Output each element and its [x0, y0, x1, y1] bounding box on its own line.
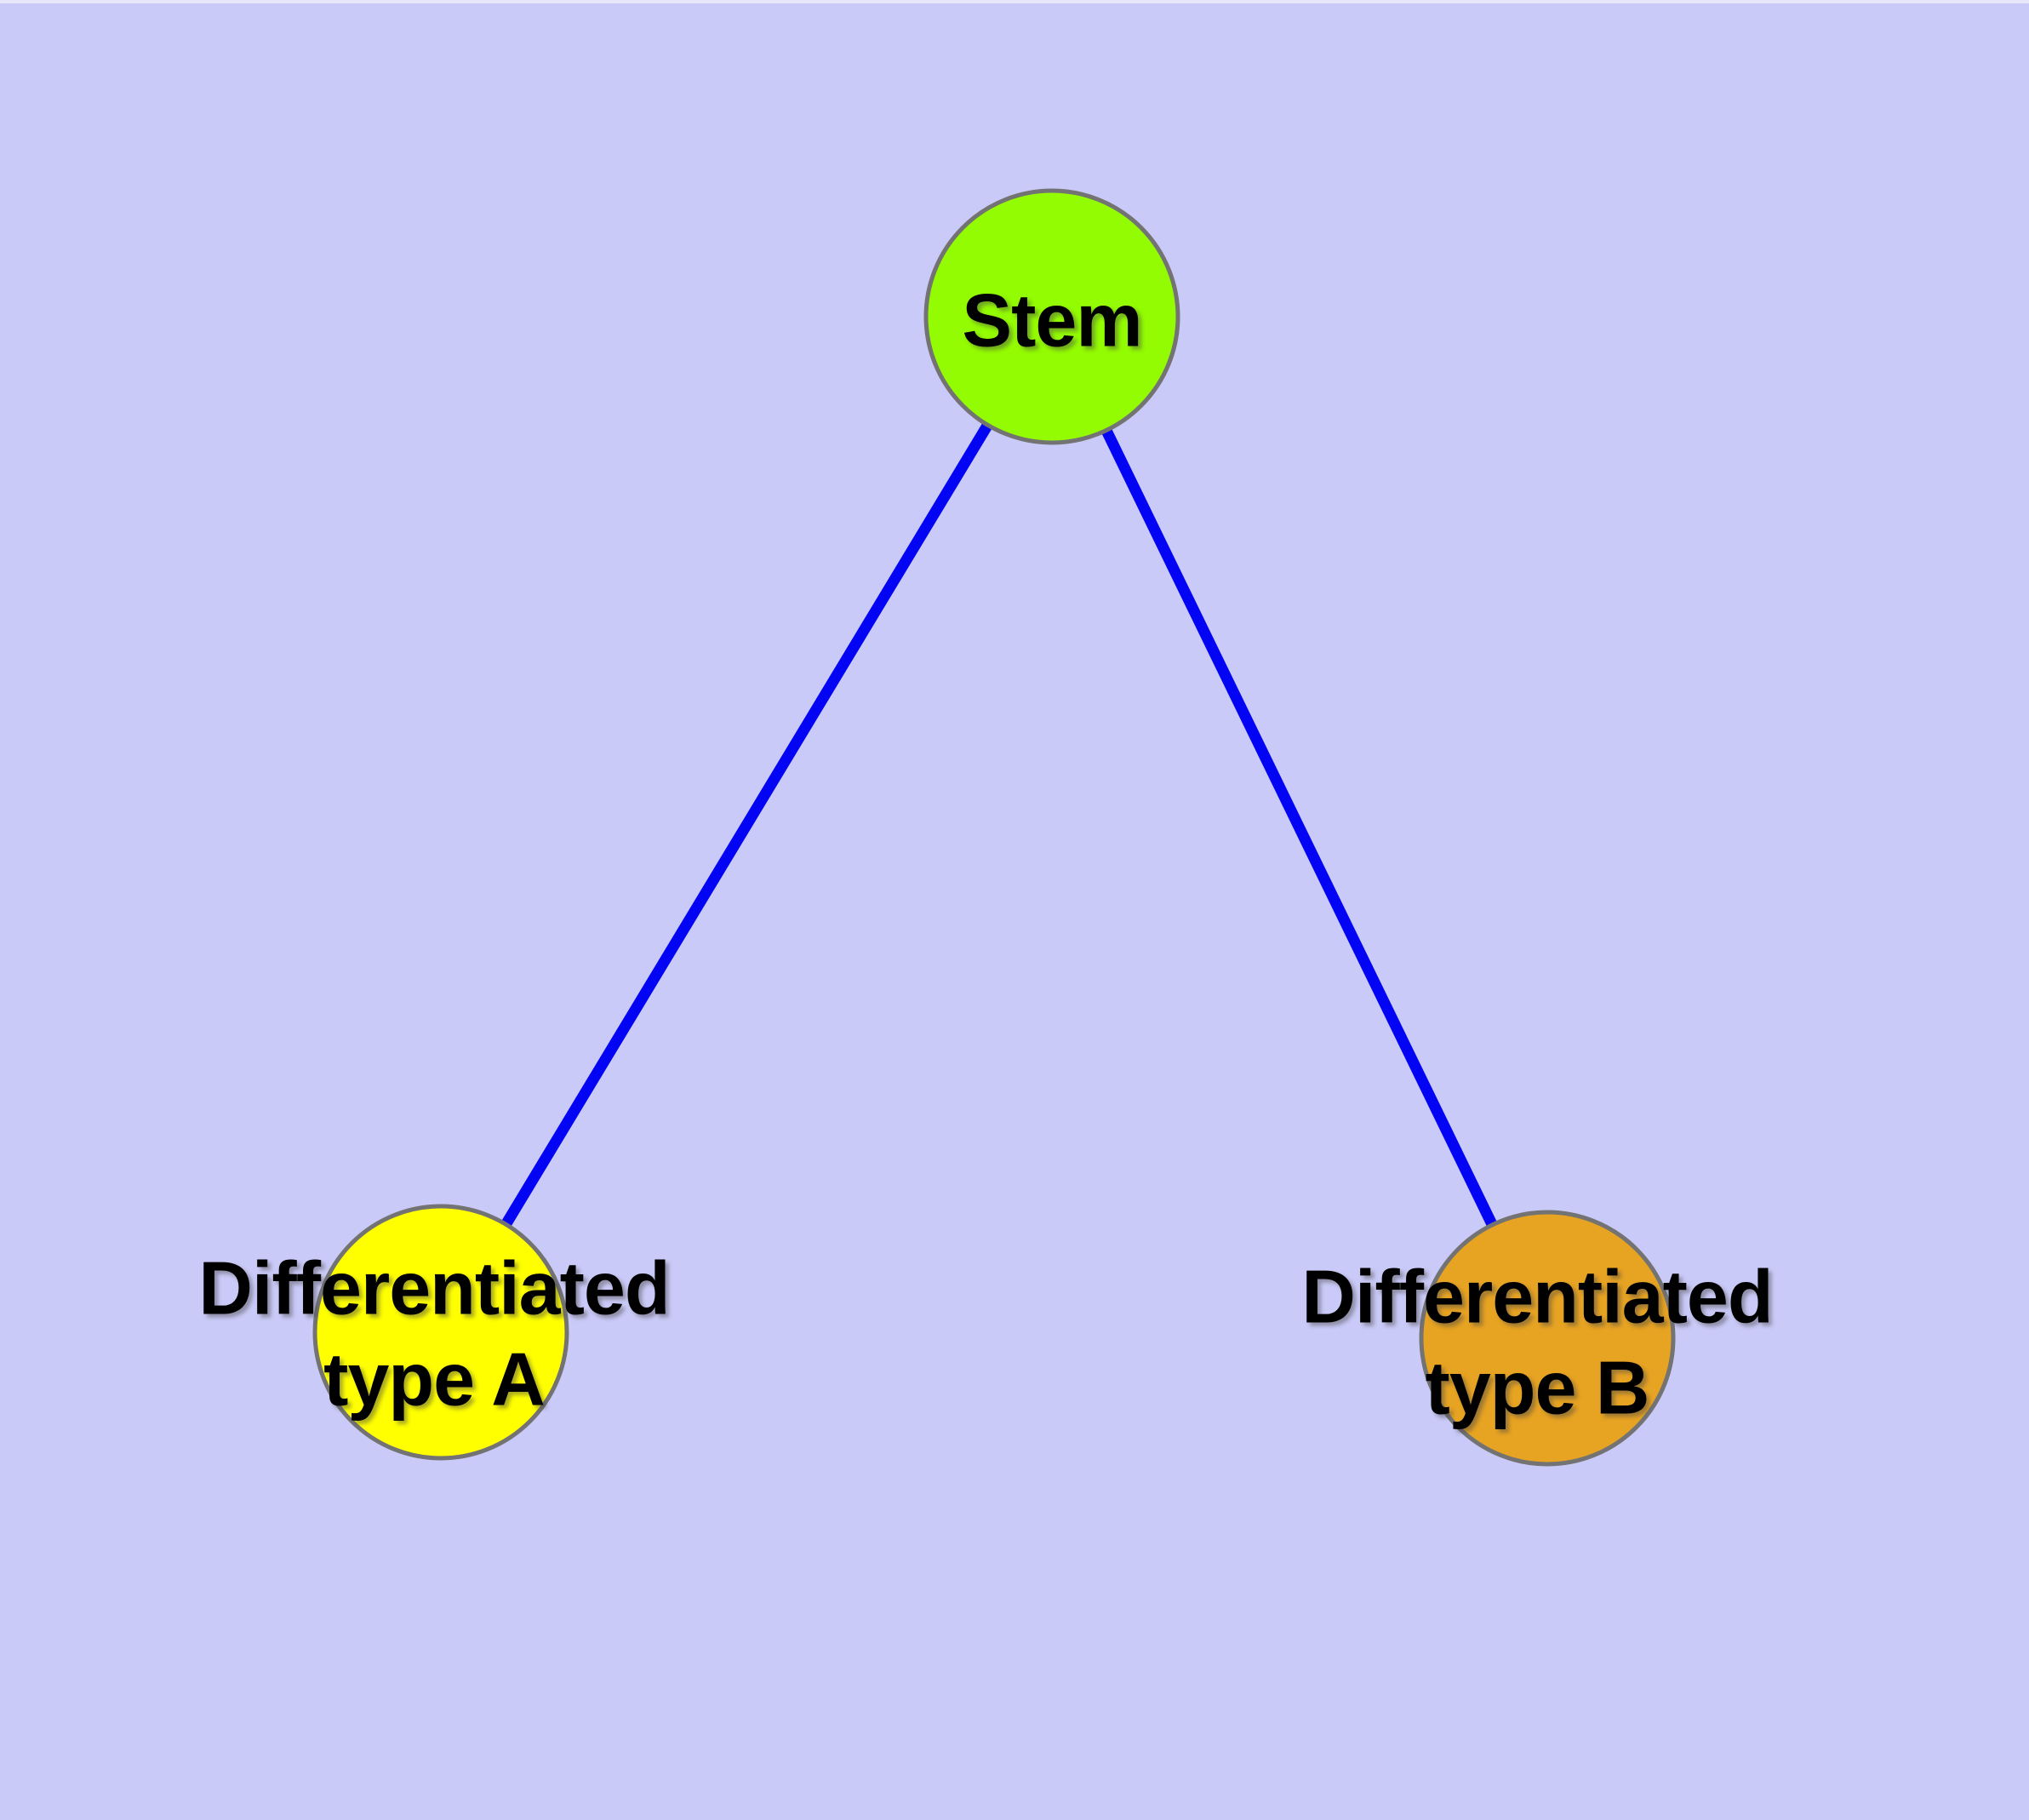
- top-edge-highlight: [0, 0, 2029, 3]
- edge-stem-to-type-a: [436, 315, 1057, 1336]
- node-type-a-circle: [312, 1204, 569, 1461]
- node-stem-circle: [923, 188, 1180, 445]
- edge-stem-to-type-b: [1047, 316, 1552, 1341]
- node-type-b-circle: [1419, 1210, 1676, 1467]
